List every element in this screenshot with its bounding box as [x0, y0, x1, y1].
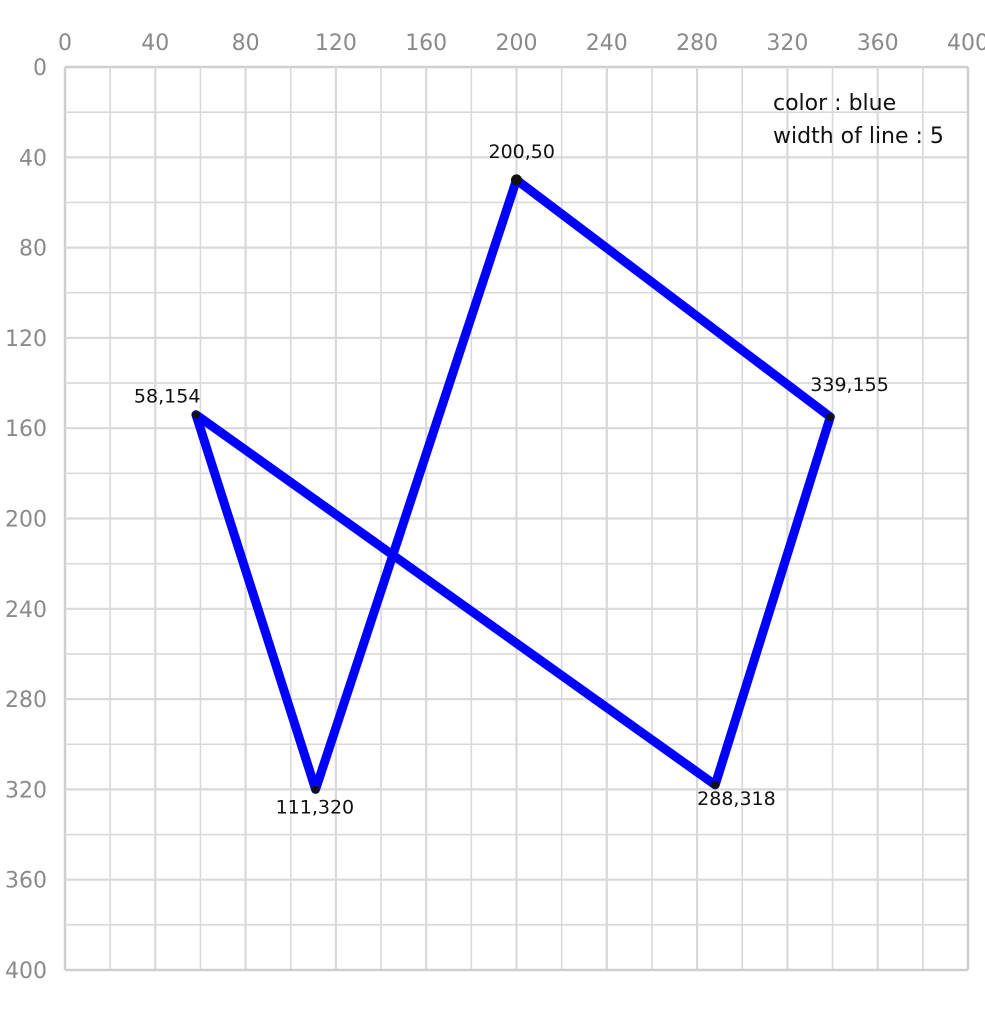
line-width-note: width of line : 5: [773, 124, 944, 149]
star-outline: [191, 175, 835, 794]
vertex-coordinate-label: 339,155: [810, 374, 889, 396]
x-tick-label: 40: [141, 31, 169, 56]
y-tick-label: 360: [5, 869, 47, 894]
y-tick-label: 400: [5, 959, 47, 984]
y-tick-label: 80: [19, 237, 47, 262]
vertex-dots: [191, 174, 835, 794]
x-tick-label: 120: [315, 31, 357, 56]
x-tick-label: 160: [405, 31, 447, 56]
y-tick-label: 280: [5, 688, 47, 713]
x-tick-label: 200: [496, 31, 538, 56]
x-tick-label: 320: [766, 31, 808, 56]
vertex-dot: [191, 410, 200, 419]
y-axis-tick-labels: 0 40 80 120 160 200 240 280 320 360 400: [5, 56, 47, 984]
vertex-dot: [511, 174, 522, 186]
grid-lines: [63, 65, 970, 972]
color-note: color : blue: [773, 91, 896, 116]
x-axis-tick-labels: 0 40 80 120 160 200 240 280 320 360 400: [58, 31, 985, 56]
vertex-coordinate-label: 200,50: [489, 141, 555, 163]
y-tick-label: 200: [5, 508, 47, 533]
y-tick-label: 120: [5, 327, 47, 352]
vertex-dot: [311, 785, 320, 794]
x-tick-label: 0: [58, 31, 72, 56]
x-tick-label: 360: [857, 31, 899, 56]
vertex-dot: [711, 780, 720, 789]
vertex-coordinate-label: 111,320: [276, 796, 355, 818]
y-tick-label: 40: [19, 146, 47, 171]
vertex-coordinate-label: 288,318: [697, 788, 776, 810]
vertex-dot: [826, 412, 835, 421]
y-tick-label: 240: [5, 598, 47, 623]
y-tick-label: 160: [5, 417, 47, 442]
x-tick-label: 80: [232, 31, 260, 56]
x-tick-label: 240: [586, 31, 628, 56]
y-tick-label: 0: [33, 56, 47, 81]
vertex-labels: 200,50 58,154 339,155 111,320 288,318: [134, 141, 889, 819]
x-tick-label: 400: [947, 31, 985, 56]
x-tick-label: 280: [676, 31, 718, 56]
vertex-coordinate-label: 58,154: [134, 386, 200, 408]
y-tick-label: 320: [5, 778, 47, 803]
